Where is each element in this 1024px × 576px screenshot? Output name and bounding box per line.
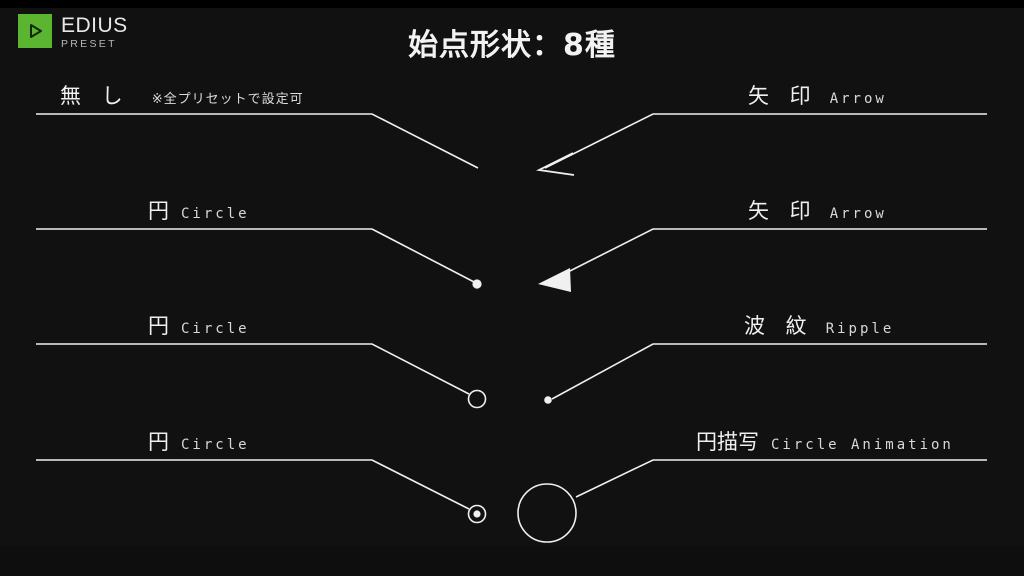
row-label-right-2: 矢 印 Arrow xyxy=(748,195,887,225)
letterbox-top xyxy=(0,0,1024,8)
ring-with-dot-icon-inner xyxy=(473,510,481,518)
line-left-4 xyxy=(36,459,487,524)
row-label-jp: 無 し xyxy=(60,84,130,108)
row-label-right-1: 矢 印 Arrow xyxy=(748,80,887,110)
page-title: 始点形状：8種 xyxy=(408,28,616,63)
line-right-3 xyxy=(544,343,987,404)
row-label-jp: 矢 印 xyxy=(748,84,818,108)
line-left-2 xyxy=(36,228,482,289)
solid-arrowhead-icon xyxy=(538,268,571,292)
row-label-jp: 円 xyxy=(148,430,169,454)
row-label-left-2: 円 Circle xyxy=(148,195,250,225)
open-arrowhead-icon xyxy=(536,152,575,176)
line-left-1 xyxy=(36,113,479,169)
row-label-en: Circle xyxy=(181,437,250,453)
ring-with-dot-icon-outer xyxy=(467,504,487,524)
hollow-ring-icon xyxy=(467,389,487,409)
row-label-right-4: 円描写 Circle Animation xyxy=(696,426,954,456)
line-right-4 xyxy=(517,459,987,543)
row-label-en: Arrow xyxy=(829,206,887,222)
row-label-left-1: 無 し ※全プリセットで設定可 xyxy=(60,80,304,110)
play-triangle-icon xyxy=(18,14,52,48)
row-label-jp: 円描写 xyxy=(696,430,759,454)
row-label-left-4: 円 Circle xyxy=(148,426,250,456)
row-label-en: Circle xyxy=(181,321,250,337)
line-left-3 xyxy=(36,343,487,409)
row-label-jp: 円 xyxy=(148,314,169,338)
row-label-en: Ripple xyxy=(825,321,895,337)
letterbox-bottom xyxy=(0,546,1024,576)
logo-subtitle: PRESET xyxy=(61,38,117,50)
large-hollow-circle-icon xyxy=(517,483,577,543)
filled-dot-icon xyxy=(472,279,482,289)
row-label-jp: 波 紋 xyxy=(744,314,814,338)
row-label-right-3: 波 紋 Ripple xyxy=(744,310,894,340)
row-label-en: Circle xyxy=(181,206,250,222)
row-label-left-3: 円 Circle xyxy=(148,310,250,340)
logo-text-block: EDIUS PRESET xyxy=(61,14,128,50)
edius-preset-logo: EDIUS PRESET xyxy=(18,14,128,50)
ripple-dot-icon xyxy=(544,396,552,404)
row-label-en: Arrow xyxy=(829,91,887,107)
logo-title: EDIUS xyxy=(61,14,128,37)
line-right-2 xyxy=(538,228,987,292)
line-right-1 xyxy=(536,113,987,176)
row-label-jp: 円 xyxy=(148,199,169,223)
row-label-en: Circle Animation xyxy=(771,437,954,453)
row-label-jp: 矢 印 xyxy=(748,199,818,223)
row-label-note: ※全プリセットで設定可 xyxy=(151,92,304,107)
